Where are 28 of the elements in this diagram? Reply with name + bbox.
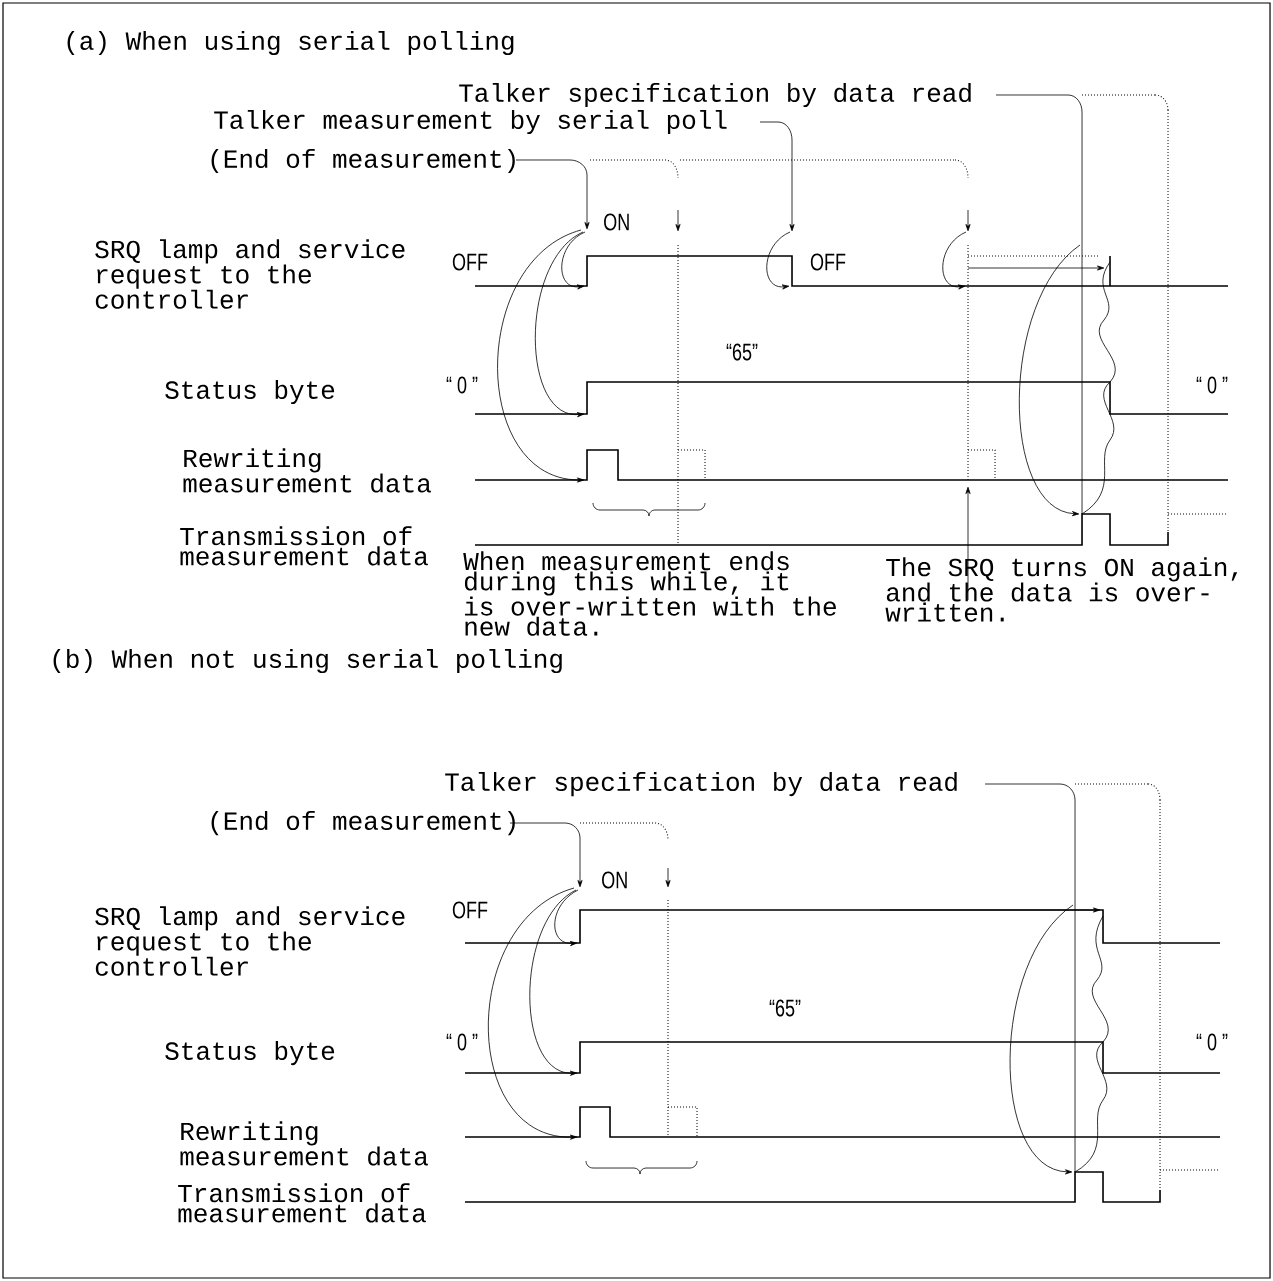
note-text: When measurement ends during this while, it is over-written with the new data.: [463, 551, 836, 636]
value-label: “ 0 ”: [1196, 1033, 1228, 1051]
state-label: OFF: [452, 253, 488, 271]
signal-name: SRQ lamp and service request to the controller: [95, 906, 405, 976]
panel-heading: (a) When using serial polling: [67, 30, 514, 56]
note-text: The SRQ turns ON again, and the data is over-written.: [885, 557, 1238, 622]
callout-text: Talker specification by data read: [445, 771, 957, 797]
value-label: “65”: [726, 343, 758, 361]
signal-name: Rewriting measurement data: [183, 448, 431, 493]
signal-name: Status byte: [165, 379, 335, 405]
signal-name: Transmission of measurement data: [178, 1183, 426, 1223]
signal-name: Transmission of measurement data: [180, 526, 428, 566]
callout-text: (End of measurement): [211, 148, 515, 174]
panel-heading: (b) When not using serial polling: [53, 648, 562, 674]
state-label: OFF: [810, 253, 846, 271]
signal-name: Rewriting measurement data: [180, 1121, 428, 1166]
signal-name: SRQ lamp and service request to the controller: [95, 239, 405, 309]
value-label: “65”: [769, 999, 801, 1017]
value-label: “ 0 ”: [446, 1033, 478, 1051]
callout-text: Talker specification by data read: [459, 82, 971, 108]
state-label: ON: [604, 213, 629, 231]
state-label: OFF: [452, 901, 488, 919]
callout-text: (End of measurement): [211, 810, 515, 836]
callout-text: Talker measurement by serial poll: [214, 109, 727, 135]
value-label: “ 0 ”: [446, 376, 478, 394]
state-label: ON: [602, 871, 627, 889]
value-label: “ 0 ”: [1196, 376, 1228, 394]
signal-name: Status byte: [165, 1040, 335, 1066]
